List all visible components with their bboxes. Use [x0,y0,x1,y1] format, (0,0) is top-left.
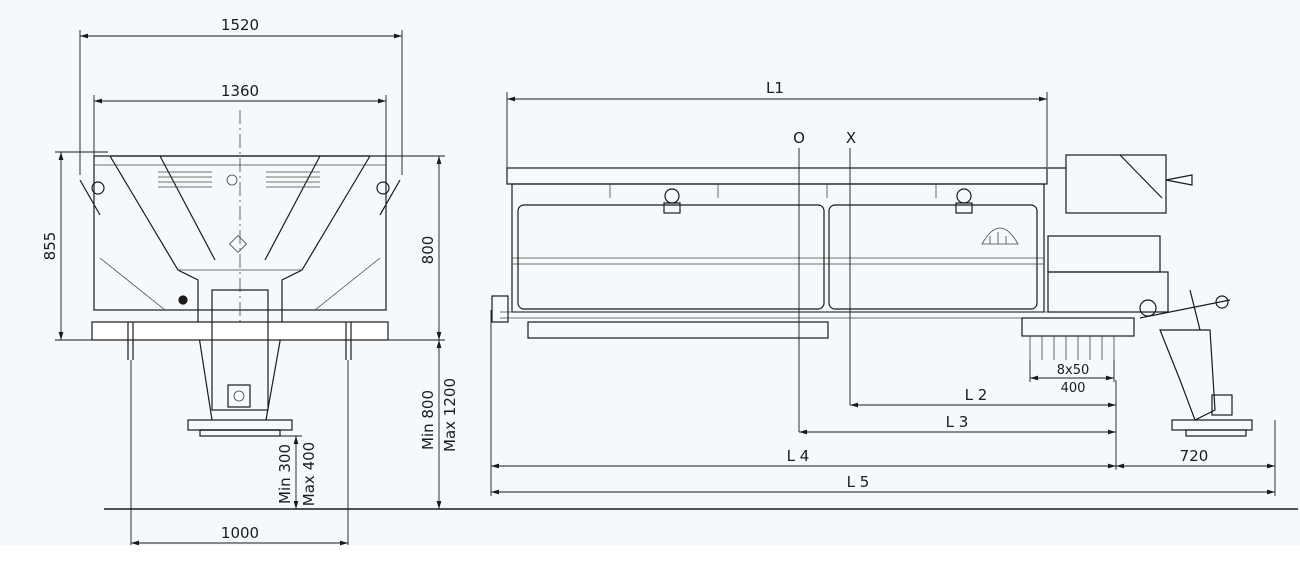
dim-length-l4: L 4 [787,447,810,465]
igloo-logo-icon [981,227,1019,245]
side-spinner-chute [1159,329,1216,421]
side-view: L1 O X L 2 L 3 L 4 720 L 5 8x50 400 [490,79,1276,496]
dim-height-body: 800 [419,236,437,265]
vent-slots-right [266,171,320,188]
dim-rear-overhang: 720 [1180,447,1209,465]
side-hitch-pin-icon [1215,295,1229,309]
dim-height-total: 855 [41,232,59,261]
dim-width-overall: 1520 [221,16,259,34]
dim-mount-height-min: Min 800 [419,390,437,450]
front-view: 1520 1360 855 800 Min 800 Max 1200 Min 3… [41,16,459,546]
side-rear-box [1065,154,1167,214]
front-logo-icon [228,234,248,254]
dim-spinner-height-min: Min 300 [276,444,294,504]
dim-length-l5: L 5 [847,473,870,491]
ref-point-o: O [793,129,805,147]
front-chute [211,289,269,411]
dim-length-l3: L 3 [946,413,969,431]
side-panel-left [517,204,825,310]
front-funnel [109,155,213,421]
side-bottom-skid [527,321,829,339]
side-panel-right [828,204,1038,310]
dim-mount-height-max: Max 1200 [441,378,459,452]
right-hinge-icon [376,181,390,195]
vent-slots-left [158,171,212,188]
dim-length-l1: L1 [766,79,784,97]
front-frame-beam [91,321,389,341]
roller-width: 400 [1061,381,1086,396]
roller-spec: 8x50 [1057,363,1090,378]
dim-length-l2: L 2 [965,386,988,404]
roller-brush [1029,336,1115,360]
ref-point-x: X [846,129,856,147]
front-center-knob [226,174,238,186]
dim-spinner-height-max: Max 400 [300,442,318,506]
dim-track-width: 1000 [221,524,259,542]
left-hinge-icon [91,181,105,195]
dim-width-hopper: 1360 [221,82,259,100]
